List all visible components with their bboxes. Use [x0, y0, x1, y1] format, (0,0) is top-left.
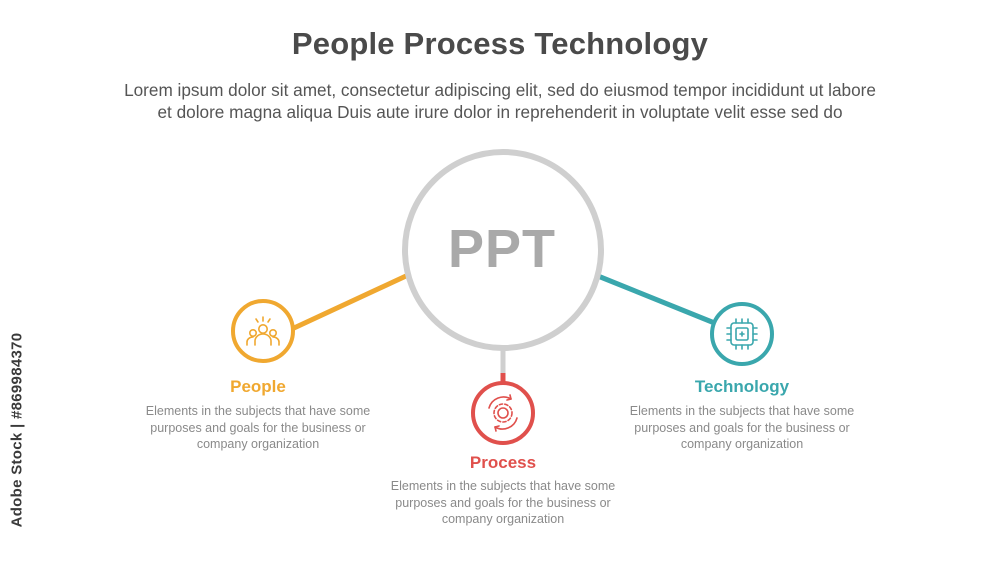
- process-circle: [471, 381, 535, 445]
- gear-cycle-icon: [488, 394, 518, 432]
- technology-node: [710, 302, 774, 366]
- stock-watermark: Adobe Stock | #869984370: [2, 300, 32, 560]
- page-title: People Process Technology: [291, 26, 709, 61]
- technology-desc-line-1: Elements in the subjects that have some: [629, 404, 855, 418]
- process-node: [471, 381, 535, 445]
- people-description: Elements in the subjects that have some …: [133, 403, 383, 453]
- process-title: Process: [469, 453, 537, 472]
- people-circle: [231, 299, 295, 363]
- page-subtitle: Lorem ipsum dolor sit amet, consectetur …: [40, 79, 960, 123]
- process-desc-line-2: purposes and goals for the business or: [395, 495, 611, 510]
- people-title: People: [230, 377, 286, 396]
- process-desc-line-3: company organization: [441, 512, 565, 526]
- technology-desc-line-3: company organization: [680, 437, 804, 451]
- people-connector: [291, 273, 409, 331]
- center-circle: [402, 149, 604, 351]
- subtitle-line-1: Lorem ipsum dolor sit amet, consectetur …: [124, 80, 876, 100]
- technology-connector: [595, 273, 715, 325]
- people-node: [231, 299, 295, 363]
- people-group-icon: [246, 316, 280, 346]
- people-desc-line-2: purposes and goals for the business or: [150, 420, 366, 435]
- watermark-text: Adobe Stock | #869984370: [8, 332, 26, 528]
- people-desc-line-3: company organization: [196, 437, 320, 451]
- cpu-chip-icon: [726, 318, 758, 350]
- subtitle-line-2: et dolore magna aliqua Duis aute irure d…: [157, 102, 843, 122]
- technology-description: Elements in the subjects that have some …: [617, 403, 867, 453]
- technology-title: Technology: [694, 377, 790, 396]
- people-desc-line-1: Elements in the subjects that have some: [145, 404, 371, 418]
- technology-desc-line-2: purposes and goals for the business or: [634, 420, 850, 435]
- process-desc-line-1: Elements in the subjects that have some: [390, 479, 616, 493]
- center-label: PPT: [447, 219, 557, 279]
- process-description: Elements in the subjects that have some …: [378, 478, 628, 528]
